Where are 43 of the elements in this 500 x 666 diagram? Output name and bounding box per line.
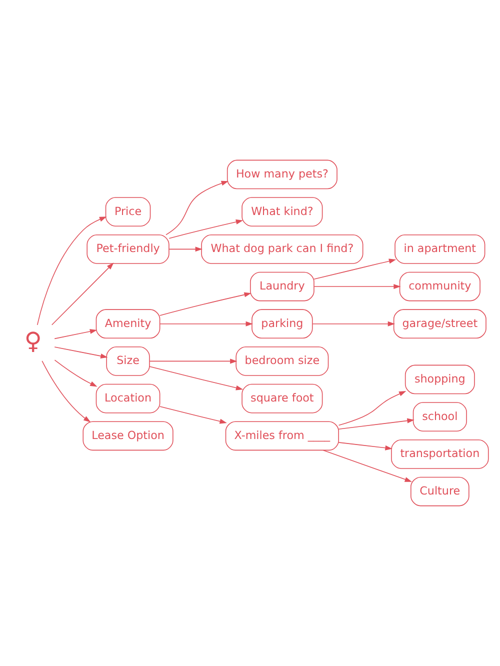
arrow	[166, 180, 228, 236]
node-box: Amenity	[96, 309, 160, 339]
arrow	[54, 360, 98, 387]
node-box: parking	[252, 309, 313, 339]
node-text: ♀	[24, 326, 42, 355]
node-box: What dog park can I find?	[201, 234, 364, 264]
node-box: garage/street	[393, 309, 486, 339]
arrow	[338, 442, 392, 450]
arrow	[338, 390, 406, 426]
node-box: Size	[106, 346, 150, 376]
arrow	[338, 418, 414, 430]
node-box: X-miles from ____	[225, 421, 339, 451]
node-box: What kind?	[242, 197, 323, 227]
arrow	[54, 346, 108, 358]
node-box: transportation	[391, 439, 489, 469]
node-box: school	[412, 402, 467, 432]
arrow	[160, 321, 253, 326]
node-box: Laundry	[250, 272, 314, 302]
node-box: Location	[96, 384, 160, 414]
arrow	[36, 216, 107, 326]
arrow	[149, 366, 244, 390]
arrow	[160, 292, 252, 316]
node-box: Lease Option	[82, 421, 174, 451]
node-box: How many pets?	[226, 160, 338, 190]
arrow	[160, 406, 227, 424]
arrow	[168, 246, 202, 252]
node-box: in apartment	[394, 234, 486, 264]
arrow	[42, 360, 91, 422]
arrow	[312, 321, 396, 326]
node-box: community	[399, 272, 480, 302]
node-box: shopping	[404, 364, 475, 394]
arrow	[51, 262, 114, 326]
node-box: bedroom size	[236, 346, 329, 376]
node-box: Pet-friendly	[86, 234, 170, 264]
arrow	[54, 329, 98, 340]
arrow	[168, 219, 244, 239]
node-box: Culture	[410, 476, 470, 506]
arrow	[322, 450, 412, 482]
node-box: square foot	[242, 384, 323, 414]
node-box: Price	[105, 197, 151, 227]
arrow	[314, 284, 401, 290]
arrow	[149, 358, 238, 364]
arrow	[314, 258, 396, 280]
